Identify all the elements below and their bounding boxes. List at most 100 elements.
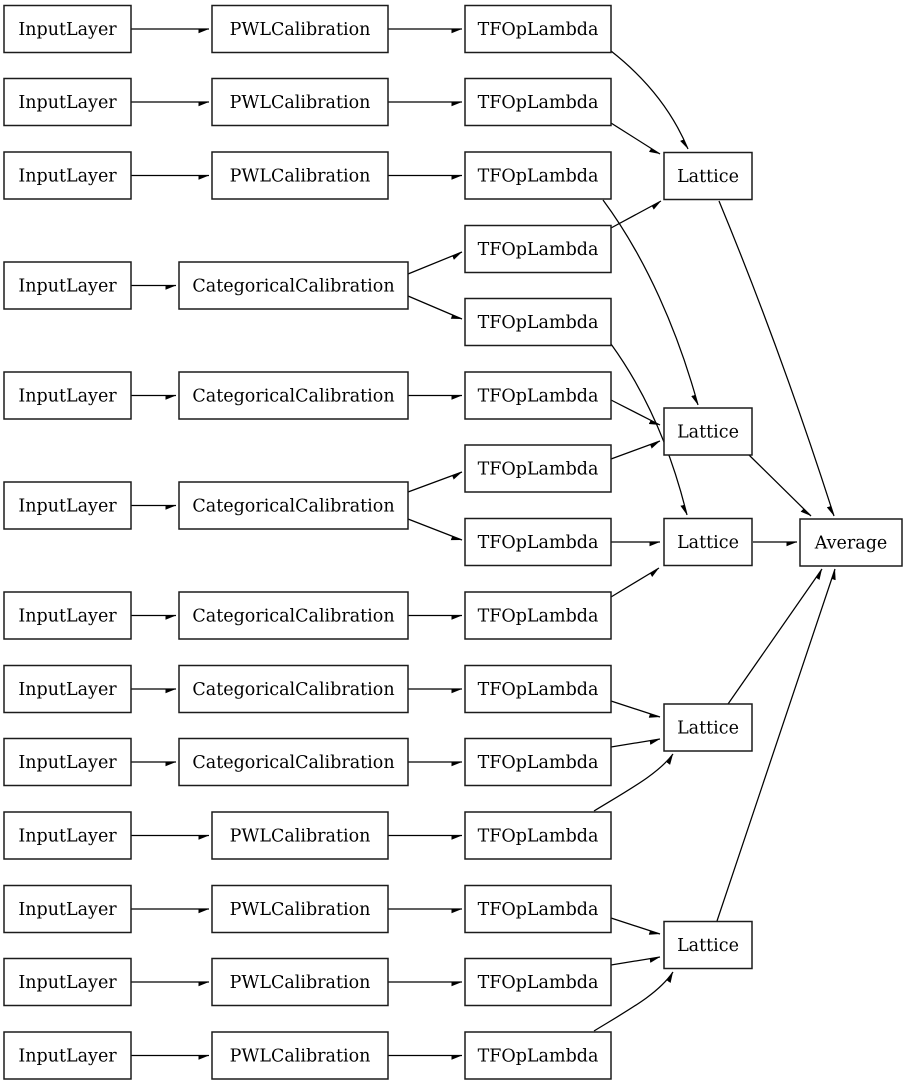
node-box-inputlayer-1 (3, 4, 132, 54)
node-label-tfoplambda-9: TFOpLambda (478, 753, 599, 773)
node-inputlayer-12: InputLayer (3, 957, 132, 1007)
node-lattice-3: Lattice (663, 517, 753, 567)
node-tfoplambda-8: TFOpLambda (464, 664, 612, 714)
node-label-pwlcalibration-10: PWLCalibration (230, 827, 371, 847)
node-label-pwlcalibration-12: PWLCalibration (230, 973, 371, 993)
node-box-tfoplambda-11 (464, 884, 612, 934)
edge-lattice-2-to-average (748, 454, 812, 517)
node-label-inputlayer-2: InputLayer (18, 93, 117, 113)
node-categoricalcalibration-8: CategoricalCalibration (178, 664, 409, 714)
node-label-categoricalcalibration-4: CategoricalCalibration (192, 277, 394, 297)
node-categoricalcalibration-5: CategoricalCalibration (178, 371, 409, 420)
node-box-categoricalcalibration-7 (178, 591, 409, 640)
node-box-tfoplambda-3 (464, 151, 612, 200)
node-box-inputlayer-7 (3, 591, 132, 640)
node-inputlayer-3: InputLayer (3, 151, 132, 200)
edge-tfoplambda-5-to-lattice-2 (610, 399, 661, 426)
node-label-inputlayer-4: InputLayer (18, 277, 117, 297)
edge-tfoplambda-2-to-lattice-1 (610, 122, 661, 155)
node-label-inputlayer-10: InputLayer (18, 827, 117, 847)
edge-categoricalcalibration-6-to-tfoplambda-6b (407, 518, 463, 541)
node-label-lattice-3: Lattice (677, 533, 739, 553)
node-inputlayer-8: InputLayer (3, 664, 132, 714)
edge-tfoplambda-4b-to-lattice-3 (610, 343, 687, 516)
nodes-layer: InputLayerInputLayerInputLayerInputLayer… (3, 4, 903, 1080)
node-box-pwlcalibration-1 (211, 4, 389, 54)
node-box-inputlayer-2 (3, 77, 132, 127)
node-label-pwlcalibration-11: PWLCalibration (230, 900, 371, 920)
node-box-inputlayer-11 (3, 884, 132, 934)
node-box-inputlayer-6 (3, 481, 132, 530)
node-box-tfoplambda-10 (464, 811, 612, 860)
node-label-inputlayer-8: InputLayer (18, 680, 117, 700)
node-inputlayer-5: InputLayer (3, 371, 132, 420)
node-tfoplambda-12: TFOpLambda (464, 957, 612, 1007)
node-inputlayer-1: InputLayer (3, 4, 132, 54)
node-label-categoricalcalibration-5: CategoricalCalibration (192, 387, 394, 407)
node-inputlayer-10: InputLayer (3, 811, 132, 860)
node-label-inputlayer-13: InputLayer (18, 1047, 117, 1067)
node-pwlcalibration-13: PWLCalibration (211, 1031, 389, 1080)
node-box-tfoplambda-1 (464, 4, 612, 54)
node-pwlcalibration-3: PWLCalibration (211, 151, 389, 200)
node-box-tfoplambda-8 (464, 664, 612, 714)
node-tfoplambda-5: TFOpLambda (464, 371, 612, 420)
node-pwlcalibration-11: PWLCalibration (211, 884, 389, 934)
node-categoricalcalibration-9: CategoricalCalibration (178, 737, 409, 787)
node-label-tfoplambda-5: TFOpLambda (478, 387, 599, 407)
edges-layer (131, 28, 835, 1056)
node-label-inputlayer-1: InputLayer (18, 20, 117, 40)
node-label-lattice-4: Lattice (677, 719, 739, 739)
node-label-lattice-2: Lattice (677, 423, 739, 443)
node-box-inputlayer-3 (3, 151, 132, 200)
node-inputlayer-7: InputLayer (3, 591, 132, 640)
node-box-inputlayer-10 (3, 811, 132, 860)
edge-tfoplambda-13-to-lattice-5 (593, 971, 674, 1032)
node-label-inputlayer-9: InputLayer (18, 753, 117, 773)
node-label-inputlayer-3: InputLayer (18, 167, 117, 187)
node-label-categoricalcalibration-9: CategoricalCalibration (192, 753, 394, 773)
node-average: Average (799, 518, 903, 567)
node-label-categoricalcalibration-7: CategoricalCalibration (192, 607, 394, 627)
node-tfoplambda-2: TFOpLambda (464, 77, 612, 127)
node-categoricalcalibration-7: CategoricalCalibration (178, 591, 409, 640)
node-lattice-2: Lattice (663, 407, 753, 456)
node-label-pwlcalibration-2: PWLCalibration (230, 93, 371, 113)
node-label-tfoplambda-3: TFOpLambda (478, 167, 599, 187)
node-label-pwlcalibration-3: PWLCalibration (230, 167, 371, 187)
node-label-pwlcalibration-1: PWLCalibration (230, 20, 371, 40)
node-box-pwlcalibration-10 (211, 811, 389, 860)
node-label-tfoplambda-6a: TFOpLambda (478, 460, 599, 480)
node-box-inputlayer-5 (3, 371, 132, 420)
node-box-categoricalcalibration-4 (178, 261, 409, 310)
node-lattice-4: Lattice (663, 703, 753, 752)
node-pwlcalibration-2: PWLCalibration (211, 77, 389, 127)
node-box-lattice-4 (663, 703, 753, 752)
node-pwlcalibration-1: PWLCalibration (211, 4, 389, 54)
node-box-lattice-3 (663, 517, 753, 567)
node-inputlayer-4: InputLayer (3, 261, 132, 310)
node-box-tfoplambda-9 (464, 737, 612, 787)
edge-tfoplambda-11-to-lattice-5 (610, 917, 661, 934)
node-box-lattice-5 (663, 920, 753, 970)
edge-tfoplambda-12-to-lattice-5 (610, 956, 661, 966)
node-categoricalcalibration-6: CategoricalCalibration (178, 481, 409, 530)
node-box-pwlcalibration-3 (211, 151, 389, 200)
node-label-lattice-1: Lattice (677, 167, 739, 187)
node-label-inputlayer-6: InputLayer (18, 497, 117, 517)
node-tfoplambda-4a: TFOpLambda (464, 224, 612, 274)
node-tfoplambda-3: TFOpLambda (464, 151, 612, 200)
node-box-pwlcalibration-11 (211, 884, 389, 934)
node-box-tfoplambda-5 (464, 371, 612, 420)
node-label-average: Average (814, 534, 888, 554)
edge-tfoplambda-9-to-lattice-4 (610, 738, 661, 748)
node-box-tfoplambda-6a (464, 444, 612, 493)
node-label-inputlayer-11: InputLayer (18, 900, 117, 920)
edge-lattice-4-to-average (727, 568, 823, 705)
node-label-tfoplambda-8: TFOpLambda (478, 680, 599, 700)
node-label-tfoplambda-2: TFOpLambda (478, 93, 599, 113)
node-tfoplambda-6a: TFOpLambda (464, 444, 612, 493)
node-label-inputlayer-5: InputLayer (18, 387, 117, 407)
